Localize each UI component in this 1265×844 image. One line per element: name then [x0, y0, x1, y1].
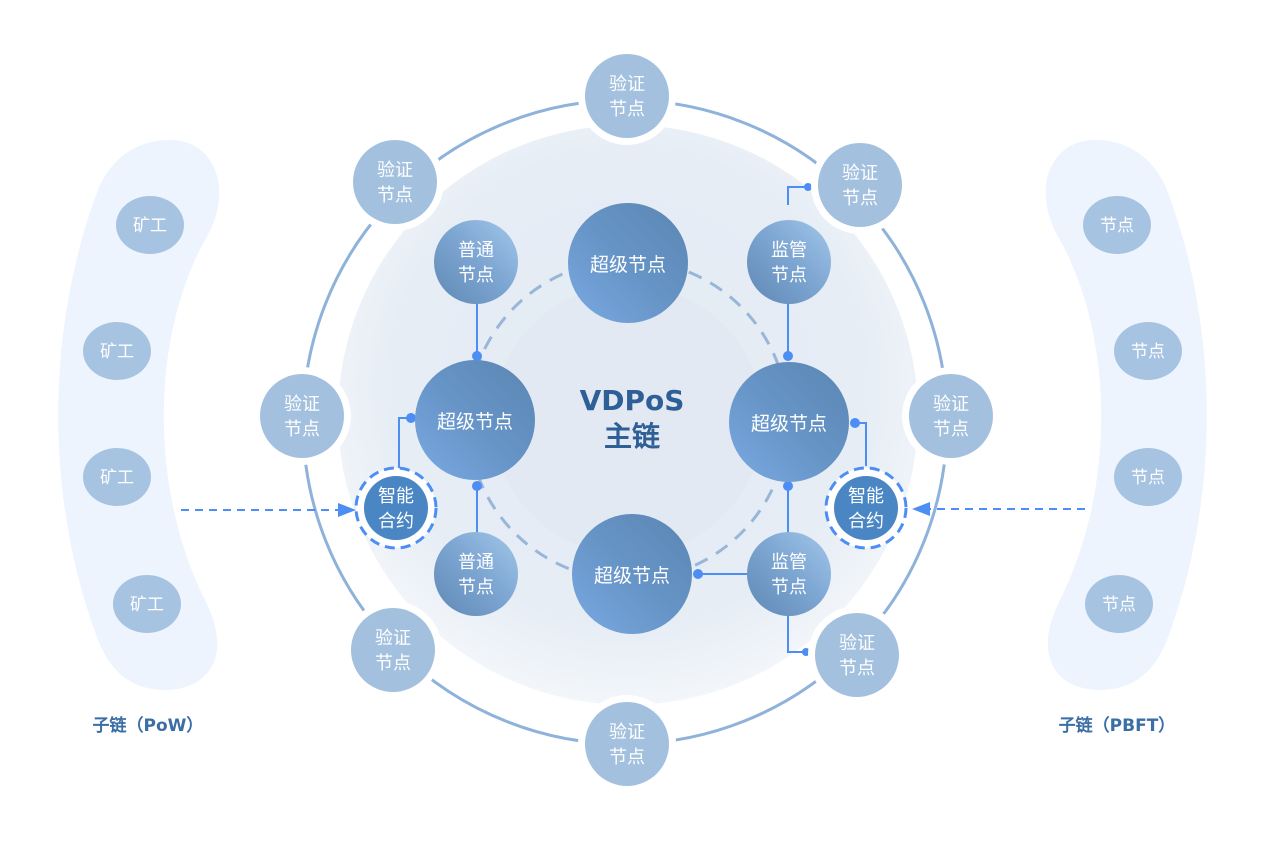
normal-node-label-line2: 节点 — [458, 577, 494, 598]
miner-node[interactable]: 矿工 — [113, 575, 181, 633]
main-chain-title: VDPoS — [580, 384, 685, 417]
pbft-node-label: 节点 — [1131, 342, 1165, 362]
super-node-label: 超级节点 — [590, 254, 666, 276]
validator-node-label-line1: 验证 — [284, 394, 320, 415]
pbft-node-label: 节点 — [1102, 595, 1136, 615]
super-node-right[interactable]: 超级节点 — [729, 362, 849, 482]
miner-node-label: 矿工 — [100, 342, 134, 362]
supervisor-node-label-line1: 监管 — [771, 240, 807, 261]
pbft-node[interactable]: 节点 — [1085, 575, 1153, 633]
validator-node-label-line1: 验证 — [933, 394, 969, 415]
super-node-top[interactable]: 超级节点 — [568, 203, 688, 323]
pbft-node[interactable]: 节点 — [1114, 448, 1182, 506]
miner-node[interactable]: 矿工 — [83, 448, 151, 506]
normal-node-label-line1: 普通 — [458, 240, 494, 261]
validator-node-label-line2: 节点 — [839, 658, 875, 679]
supervisor-node-label-line2: 节点 — [771, 265, 807, 286]
validator-node-label-line2: 节点 — [377, 185, 413, 206]
super-node-left[interactable]: 超级节点 — [415, 360, 535, 480]
validator-node-label-line1: 验证 — [375, 628, 411, 649]
smart-contract-right[interactable]: 智能 合约 — [824, 466, 908, 550]
smart-contract-label-line1: 智能 — [848, 486, 884, 507]
main-chain-inner-disc — [493, 285, 763, 555]
super-node-label: 超级节点 — [594, 565, 670, 587]
main-chain-subtitle: 主链 — [604, 420, 660, 453]
super-node-bottom[interactable]: 超级节点 — [572, 514, 692, 634]
smart-contract-left[interactable]: 智能 合约 — [354, 466, 438, 550]
smart-contract-label-line2: 合约 — [848, 511, 884, 532]
miner-node-label: 矿工 — [130, 595, 164, 615]
smart-contract-label-line2: 合约 — [378, 511, 414, 532]
supervisor-node-top-right[interactable]: 监管 节点 — [747, 220, 831, 304]
validator-node-label-line2: 节点 — [609, 747, 645, 768]
validator-node-label-line2: 节点 — [375, 653, 411, 674]
normal-node-top-left[interactable]: 普通 节点 — [434, 220, 518, 304]
normal-node-label-line2: 节点 — [458, 265, 494, 286]
supervisor-node-bottom-right[interactable]: 监管 节点 — [747, 532, 831, 616]
validator-node-label-line1: 验证 — [839, 633, 875, 654]
normal-node-label-line1: 普通 — [458, 552, 494, 573]
pbft-to-contract-arrow — [912, 502, 1085, 516]
pbft-node-label: 节点 — [1100, 216, 1134, 236]
validator-node-label-line1: 验证 — [842, 163, 878, 184]
sub-chain-pow-label: 子链（PoW） — [93, 715, 204, 736]
pbft-node[interactable]: 节点 — [1083, 196, 1151, 254]
validator-node-label-line2: 节点 — [933, 419, 969, 440]
validator-node-label-line2: 节点 — [842, 188, 878, 209]
pbft-node-label: 节点 — [1131, 468, 1165, 488]
super-node-label: 超级节点 — [751, 413, 827, 435]
sub-chain-pbft-label: 子链（PBFT） — [1059, 715, 1176, 736]
miner-node[interactable]: 矿工 — [116, 196, 184, 254]
normal-node-bottom-left[interactable]: 普通 节点 — [434, 532, 518, 616]
pbft-node[interactable]: 节点 — [1114, 322, 1182, 380]
miner-node-label: 矿工 — [133, 216, 167, 236]
connector-dots — [406, 183, 860, 656]
validator-node-label-line2: 节点 — [284, 419, 320, 440]
smart-contract-label-line1: 智能 — [378, 486, 414, 507]
sub-chain-pbft-band — [1045, 140, 1207, 690]
validator-node-label-line1: 验证 — [609, 722, 645, 743]
validator-node-label-line1: 验证 — [609, 74, 645, 95]
miner-node-label: 矿工 — [100, 468, 134, 488]
miner-node[interactable]: 矿工 — [83, 322, 151, 380]
sub-chain-pow-band — [58, 140, 220, 690]
super-node-label: 超级节点 — [437, 411, 513, 433]
supervisor-node-label-line1: 监管 — [771, 552, 807, 573]
validator-node-label-line1: 验证 — [377, 160, 413, 181]
validator-node-label-line2: 节点 — [609, 99, 645, 120]
supervisor-node-label-line2: 节点 — [771, 577, 807, 598]
pow-to-contract-arrow — [181, 503, 356, 517]
